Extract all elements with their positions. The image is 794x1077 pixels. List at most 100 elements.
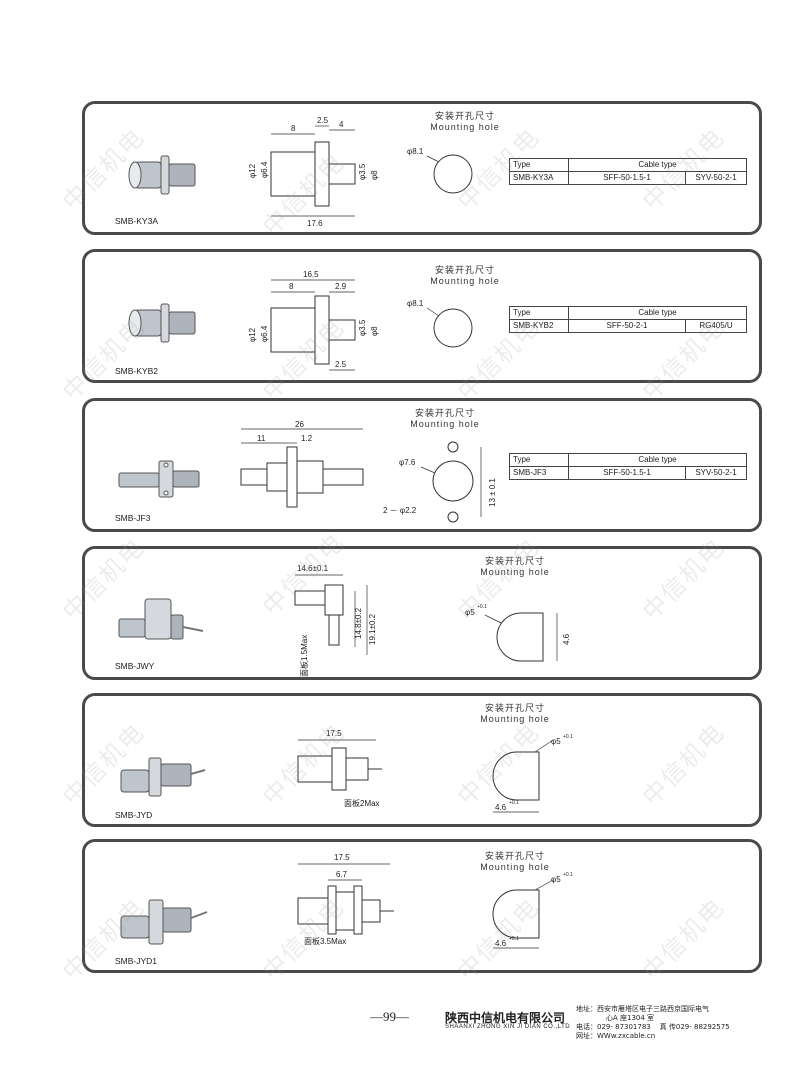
table-header-type: Type xyxy=(509,158,569,172)
connector-photo xyxy=(128,155,196,195)
product-panel-5: SMB-JYD 17.5 面板2Max 安装开孔尺寸 Mounting hole… xyxy=(82,693,762,827)
dim-label: 2.5 xyxy=(317,116,329,125)
hole-dim: φ5 xyxy=(551,737,561,746)
mounting-hole-diagram: φ5 +0.1 4.6 +0.1 xyxy=(492,734,573,813)
dim-label: 14.8±0.2 xyxy=(354,607,363,639)
table-cell-cable-2: SYV-50-2-1 xyxy=(685,171,747,185)
mounting-title-cn: 安装开孔尺寸 xyxy=(434,266,495,276)
product-panel-1: SMB-KY3A 8 2.5 4 φ12 φ6.4 φ3.5 φ8 17.6 安… xyxy=(82,101,762,235)
model-label: SMB-JYD xyxy=(115,810,153,820)
dim-label: φ3.5 xyxy=(358,163,367,180)
connector-photo xyxy=(120,757,206,797)
table-cell-cable-2: SYV-50-2-1 xyxy=(685,466,747,480)
website: 网址：WWw.zxcable.cn xyxy=(576,1032,656,1040)
table-header-cable: Cable type xyxy=(568,453,747,467)
dim-label: φ8 xyxy=(370,326,379,336)
table-cell-type: SMB-KYB2 xyxy=(509,319,569,333)
dim-label: 6.7 xyxy=(336,870,348,879)
model-label: SMB-JF3 xyxy=(115,513,151,523)
mounting-hole-title: 安装开孔尺寸 Mounting hole xyxy=(465,852,565,872)
connector-photo xyxy=(128,303,196,343)
dim-label: 面板3.5Max xyxy=(304,936,346,946)
mounting-hole-title: 安装开孔尺寸 Mounting hole xyxy=(415,112,515,132)
hole-tolerance: +0.1 xyxy=(509,800,519,806)
hole-tolerance: +0.1 xyxy=(563,872,573,878)
dim-label: 面板1.5Max xyxy=(299,635,309,677)
mounting-hole-diagram: φ7.6 13 ± 0.1 2 － φ2.2 xyxy=(383,441,497,523)
dimension-drawing: 8 2.5 4 φ12 φ6.4 φ3.5 φ8 17.6 xyxy=(248,116,379,228)
mounting-hole-title: 安装开孔尺寸 Mounting hole xyxy=(415,266,515,286)
dim-label: 16.5 xyxy=(303,270,319,279)
hole-dim: φ8.1 xyxy=(407,147,424,156)
dim-label: φ12 xyxy=(248,327,257,342)
mounting-title-cn: 安装开孔尺寸 xyxy=(484,704,545,714)
table-header-type: Type xyxy=(509,306,569,320)
hole-dim: φ5 xyxy=(465,608,475,617)
address-line-1: 地址：西安市雁塔区电子三路西京国际电气 xyxy=(576,1005,709,1013)
dim-label: φ3.5 xyxy=(358,319,367,336)
hole-dim: 4.6 xyxy=(495,803,507,812)
dim-label: 4 xyxy=(339,120,344,129)
mounting-title-en: Mounting hole xyxy=(480,714,550,724)
hole-dim: φ7.6 xyxy=(399,458,416,467)
dimension-drawing: 17.5 面板2Max xyxy=(297,729,382,808)
table-cell-cable-2: RG405/U xyxy=(685,319,747,333)
model-label: SMB-JWY xyxy=(115,661,155,671)
dim-label: φ6.4 xyxy=(260,325,269,342)
mounting-title-en: Mounting hole xyxy=(430,276,500,286)
dim-label: 14.6±0.1 xyxy=(297,564,329,573)
dim-label: 17.5 xyxy=(326,729,342,738)
page-number: —99— xyxy=(370,1009,409,1024)
dim-label: φ12 xyxy=(248,163,257,178)
dimension-drawing: 26 11 1.2 xyxy=(240,420,364,508)
address-line-2: 心A 座1304 室 xyxy=(606,1014,655,1022)
mounting-hole-diagram: φ5 +0.1 4.6 xyxy=(465,604,571,662)
table-cell-cable-1: SFF-50-1.5-1 xyxy=(568,466,686,480)
mounting-title-en: Mounting hole xyxy=(480,567,550,577)
hole-tolerance: +0.1 xyxy=(509,936,519,942)
product-panel-2: SMB-KYB2 16.5 8 2.9 φ12 φ6.4 φ3.5 φ8 2.5… xyxy=(82,249,762,383)
hole-dim: 4.6 xyxy=(562,633,571,645)
dim-label: 2.5 xyxy=(335,360,347,369)
company-name-cn: 陕西中信机电有限公司 xyxy=(445,1011,566,1025)
fax: 真 传029- 88292575 xyxy=(659,1023,730,1031)
model-label: SMB-KYB2 xyxy=(115,366,158,376)
dim-label: 8 xyxy=(291,124,296,133)
dim-label: φ8 xyxy=(370,170,379,180)
mounting-hole-diagram: φ8.1 xyxy=(407,147,473,194)
product-panel-4: SMB-JWY 14.6±0.1 14.8±0.2 19.1±0.2 面板1.5… xyxy=(82,546,762,680)
hole-tolerance: +0.1 xyxy=(563,734,573,740)
mounting-title-cn: 安装开孔尺寸 xyxy=(484,852,545,862)
dimension-drawing: 16.5 8 2.9 φ12 φ6.4 φ3.5 φ8 2.5 xyxy=(248,270,379,371)
contact-info: 地址：西安市雁塔区电子三路西京国际电气 心A 座1304 室 电话：029- 8… xyxy=(576,1005,730,1041)
hole-dim: φ8.1 xyxy=(407,299,424,308)
hole-dim: 13 ± 0.1 xyxy=(488,478,497,507)
dim-label: 26 xyxy=(295,420,304,429)
mounting-title-cn: 安装开孔尺寸 xyxy=(414,409,475,419)
dim-label: 11 xyxy=(257,434,266,443)
mounting-title-en: Mounting hole xyxy=(480,862,550,872)
connector-photo xyxy=(118,460,200,498)
hole-dim: 2 － φ2.2 xyxy=(383,506,417,515)
mounting-hole-title: 安装开孔尺寸 Mounting hole xyxy=(395,409,495,429)
dimension-drawing: 14.6±0.1 14.8±0.2 19.1±0.2 面板1.5Max xyxy=(294,564,377,677)
mounting-title-en: Mounting hole xyxy=(410,419,480,429)
table-cell-cable-1: SFF-50-2-1 xyxy=(568,319,686,333)
mounting-title-cn: 安装开孔尺寸 xyxy=(434,112,495,122)
phone: 电话：029- 87301783 xyxy=(576,1023,651,1031)
mounting-hole-diagram: φ8.1 xyxy=(407,299,473,348)
dim-label: 17.5 xyxy=(334,853,350,862)
connector-photo xyxy=(120,899,208,945)
table-header-cable: Cable type xyxy=(568,158,747,172)
mounting-hole-title: 安装开孔尺寸 Mounting hole xyxy=(465,557,565,577)
model-label: SMB-KY3A xyxy=(115,216,158,226)
hole-tolerance: +0.1 xyxy=(477,604,487,610)
mounting-hole-title: 安装开孔尺寸 Mounting hole xyxy=(465,704,565,724)
table-cell-type: SMB-KY3A xyxy=(509,171,569,185)
product-panel-6: SMB-JYD1 17.5 6.7 面板3.5Max 安装开孔尺寸 Mounti… xyxy=(82,839,762,973)
dim-label: 1.2 xyxy=(301,434,313,443)
table-header-type: Type xyxy=(509,453,569,467)
